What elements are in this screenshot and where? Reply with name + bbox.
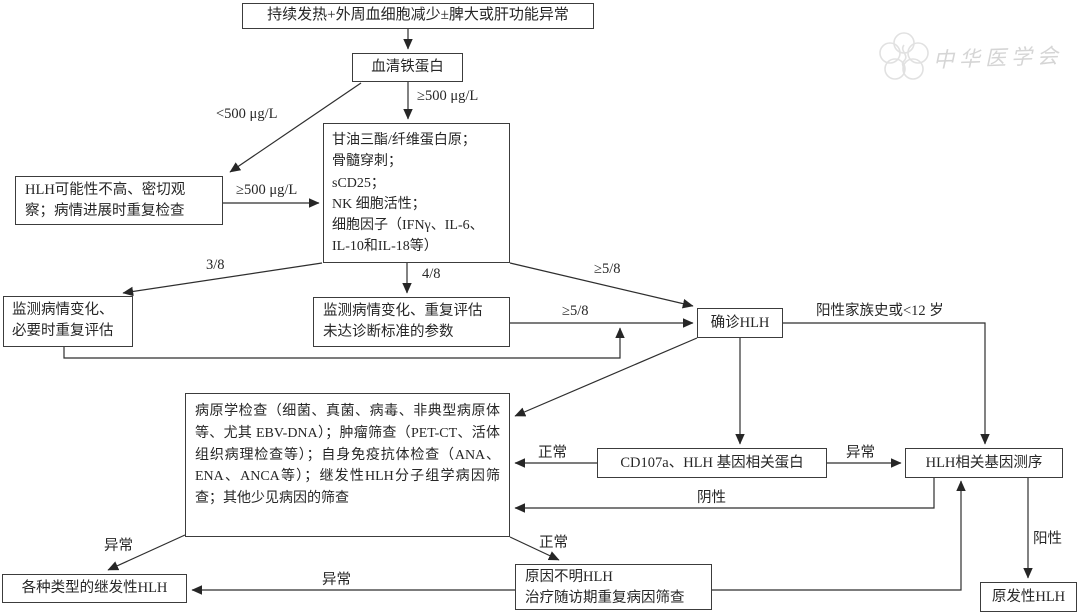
edge-label-ferritin-high-horizontal: ≥500 μg/L (236, 182, 298, 198)
node-start: 持续发热+外周血细胞减少±脾大或肝功能异常 (242, 3, 594, 29)
edge-label-etiology-abnormal: 异常 (104, 538, 133, 554)
node-confirm-hlh-text: 确诊HLH (710, 314, 770, 331)
edge-ferritin-low-diagonal (229, 82, 362, 173)
edge-label-sequencing-positive: 阳性 (1033, 531, 1062, 547)
cma-watermark-text: 中华医学会 (932, 43, 1064, 73)
node-serum-ferritin-text: 血清铁蛋白 (371, 59, 444, 76)
edge-label-cd107a-normal: 正常 (538, 445, 567, 461)
criteria-line-6: IL-10和IL-18等） (332, 239, 438, 255)
edge-label-score-5-8-diagonal: ≥5/8 (594, 261, 621, 277)
node-cd107a-protein-text: CD107a、HLH 基因相关蛋白 (620, 454, 804, 471)
criteria-line-5: 细胞因子（IFNγ、IL-6、 (332, 218, 484, 234)
node-etiology-screening-text: 病原学检查（细菌、真菌、病毒、非典型病原体等、尤其 EBV-DNA）；肿瘤筛查（… (195, 404, 500, 507)
edge-label-family-history: 阳性家族史或<12 岁 (816, 303, 944, 319)
edge-label-sequencing-negative: 阴性 (697, 490, 726, 506)
edge-confirm-to-etiology (514, 337, 698, 417)
cma-emblem-watermark (879, 32, 929, 80)
edge-etiology-normal-to-unknown (509, 536, 560, 561)
monitor-mid-line-2: 未达诊断标准的参数 (323, 323, 454, 340)
monitor-left-line-1: 监测病情变化、 (12, 302, 114, 318)
node-secondary-hlh-text: 各种类型的继发性HLH (21, 580, 168, 597)
observe-line-1: HLH可能性不高、密切观 (25, 182, 186, 198)
monitor-left-line-2: 必要时重复评估 (12, 322, 114, 339)
node-confirm-hlh: 确诊HLH (697, 308, 783, 338)
node-etiology-screening: 病原学检查（细菌、真菌、病毒、非典型病原体等、尤其 EBV-DNA）；肿瘤筛查（… (185, 393, 510, 537)
edge-label-score-3-8: 3/8 (206, 257, 225, 273)
criteria-line-3: sCD25； (332, 175, 385, 191)
observe-line-2: 察；病情进展时重复检查 (25, 202, 185, 219)
node-unknown-cause-hlh: 原因不明HLH 治疗随访期重复病因筛查 (515, 564, 712, 610)
edge-label-score-5-8-horizontal: ≥5/8 (562, 303, 589, 319)
unknown-line-1: 原因不明HLH (525, 569, 613, 585)
edge-criteria-3of8 (122, 262, 323, 297)
edge-label-ferritin-low: <500 μg/L (216, 106, 278, 122)
node-gene-sequencing: HLH相关基因测序 (905, 448, 1063, 478)
criteria-line-4: NK 细胞活性； (332, 196, 426, 212)
node-observe-low-probability: HLH可能性不高、密切观 察；病情进展时重复检查 (15, 176, 223, 225)
edge-label-cd107a-abnormal: 异常 (846, 445, 875, 461)
edge-label-etiology-normal: 正常 (539, 535, 568, 551)
edge-label-score-4-8: 4/8 (422, 266, 441, 282)
node-monitor-reassess: 监测病情变化、 必要时重复评估 (3, 296, 133, 347)
edge-label-ferritin-high-vertical: ≥500 μg/L (417, 88, 479, 104)
edge-monitor-left-loop (63, 327, 625, 359)
monitor-mid-line-1: 监测病情变化、重复评估 (323, 303, 483, 319)
edge-label-followup-abnormal: 异常 (322, 572, 351, 588)
edge-criteria-5of8 (509, 262, 694, 309)
edge-unknown-to-sequencing (712, 480, 966, 591)
unknown-line-2: 治疗随访期重复病因筛查 (525, 589, 685, 606)
node-serum-ferritin: 血清铁蛋白 (352, 53, 463, 82)
edge-etiology-abnormal-to-secondary (107, 534, 186, 571)
criteria-line-1: 甘油三酯/纤维蛋白原； (332, 133, 476, 148)
node-primary-hlh-text: 原发性HLH (991, 588, 1066, 605)
node-monitor-repeat-evaluation: 监测病情变化、重复评估 未达诊断标准的参数 (313, 297, 510, 347)
criteria-line-2: 骨髓穿刺； (332, 154, 402, 170)
node-start-text: 持续发热+外周血细胞减少±脾大或肝功能异常 (267, 7, 569, 24)
node-criteria-workup: 甘油三酯/纤维蛋白原； 骨髓穿刺； sCD25； NK 细胞活性； 细胞因子（I… (323, 123, 510, 263)
node-primary-hlh: 原发性HLH (980, 582, 1077, 612)
edge-confirm-family-to-sequencing (783, 322, 990, 445)
edge-sequencing-negative-to-etiology (514, 478, 935, 513)
node-gene-sequencing-text: HLH相关基因测序 (925, 454, 1043, 471)
node-secondary-hlh: 各种类型的继发性HLH (2, 574, 187, 603)
node-cd107a-protein: CD107a、HLH 基因相关蛋白 (597, 448, 827, 478)
